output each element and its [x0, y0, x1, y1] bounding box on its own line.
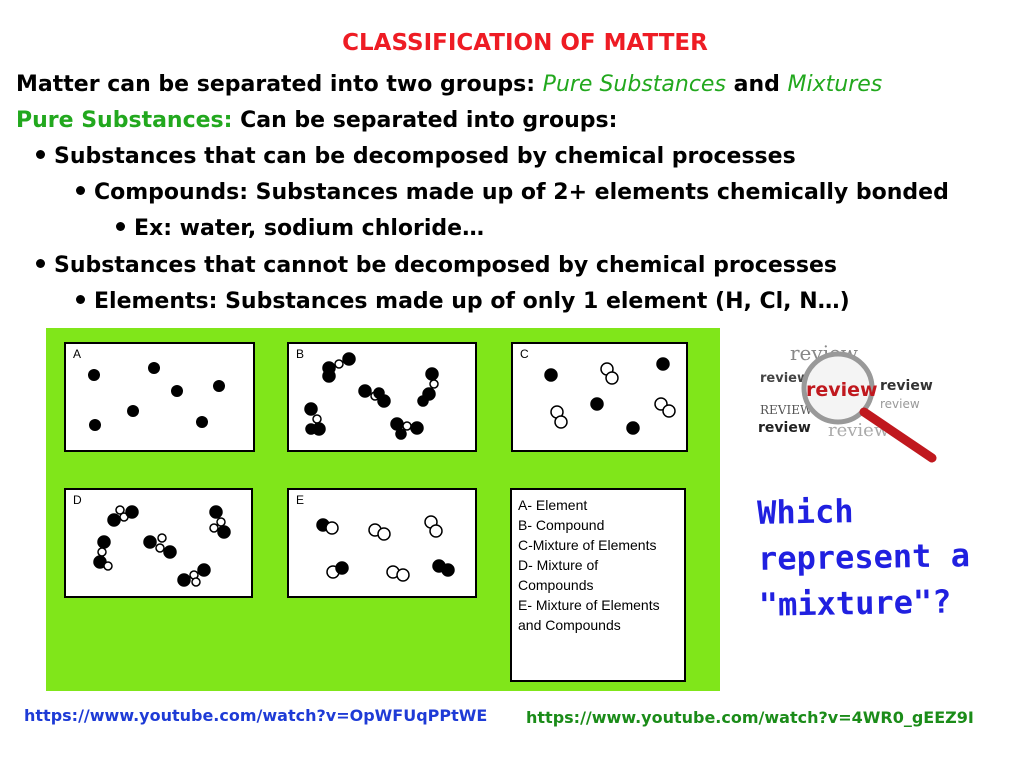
legend-box: A- Element B- Compound C-Mixture of Elem… [510, 488, 686, 682]
legend-item: Compounds [518, 577, 594, 593]
review-word: review [880, 397, 920, 411]
review-word: review [828, 420, 890, 441]
box-label: E [296, 493, 305, 507]
legend-item: C-Mixture of Elements [518, 537, 657, 553]
bullet-item: Compounds: Substances made up of 2+ elem… [76, 180, 949, 205]
mixture-question: Which represent a "mixture"? [757, 486, 971, 628]
intro-line: Matter can be separated into two groups:… [16, 72, 882, 97]
bullet-text: Substances that can be decomposed by che… [54, 144, 796, 169]
bullet-text: Compounds: Substances made up of 2+ elem… [94, 180, 949, 205]
legend-item: A- Element [518, 497, 588, 513]
particles-mixture-of-elements-diagram [544, 357, 676, 435]
pure-substances-text: Can be separated into groups: [232, 108, 618, 133]
question-line: Which [756, 492, 854, 532]
review-word: review [760, 371, 809, 386]
box-label: C [520, 347, 529, 361]
particle-box-a: A [64, 342, 255, 452]
box-label: D [73, 493, 82, 507]
bullet-dot-icon [76, 294, 85, 304]
bullet-text: Elements: Substances made up of only 1 e… [94, 289, 850, 314]
bullet-item: Ex: water, sodium chloride… [116, 216, 484, 241]
particle-box-c: C [511, 342, 688, 452]
review-magnifier-image: review review review review REVIEW revie… [758, 341, 937, 463]
intro-prefix: Matter can be separated into two groups: [16, 72, 543, 97]
bullet-dot-icon [36, 258, 45, 268]
particle-box-b: B [287, 342, 477, 452]
bullet-text: Ex: water, sodium chloride… [134, 216, 485, 241]
pure-substances-label: Pure Substances: [16, 108, 233, 133]
review-word: review [758, 420, 811, 436]
legend-item: E- Mixture of Elements [518, 597, 660, 613]
review-word: review [806, 379, 878, 401]
bullet-dot-icon [116, 221, 125, 231]
magnifier-lens-icon [801, 351, 875, 425]
bullet-item: Substances that can be decomposed by che… [36, 144, 796, 169]
pure-substances-line: Pure Substances: Can be separated into g… [16, 108, 617, 133]
box-label: B [296, 347, 305, 361]
particles-mixture-of-elements-and-compounds-diagram [316, 515, 455, 582]
bullet-text: Substances that cannot be decomposed by … [54, 253, 837, 278]
particles-compound-diagram [304, 352, 439, 440]
legend-item: and Compounds [518, 617, 621, 633]
bullet-dot-icon [76, 185, 85, 195]
magnifier-handle-icon [859, 407, 937, 463]
youtube-link-1[interactable]: https://www.youtube.com/watch?v=OpWFUqPP… [24, 706, 488, 725]
question-line: "mixture"? [758, 582, 952, 624]
pure-substances-term: Pure Substances [542, 72, 726, 97]
box-label: A [73, 347, 82, 361]
intro-and: and [725, 72, 788, 97]
legend-item: D- Mixture of [518, 557, 599, 573]
bullet-item: Substances that cannot be decomposed by … [36, 253, 837, 278]
bullet-dot-icon [36, 149, 45, 159]
mixtures-term: Mixtures [787, 72, 883, 97]
particles-element-diagram [88, 362, 225, 431]
particle-box-d: D [64, 488, 253, 598]
legend-item: B- Compound [518, 517, 605, 533]
particles-mixture-of-compounds-diagram [93, 505, 231, 587]
youtube-link-2[interactable]: https://www.youtube.com/watch?v=4WR0_gEE… [526, 708, 974, 727]
bullet-item: Elements: Substances made up of only 1 e… [76, 289, 850, 314]
particle-box-e: E [287, 488, 477, 598]
question-line: represent a [757, 536, 971, 578]
review-word: REVIEW [760, 403, 813, 417]
review-word: review [880, 378, 933, 394]
slide-title: CLASSIFICATION OF MATTER [342, 30, 708, 56]
